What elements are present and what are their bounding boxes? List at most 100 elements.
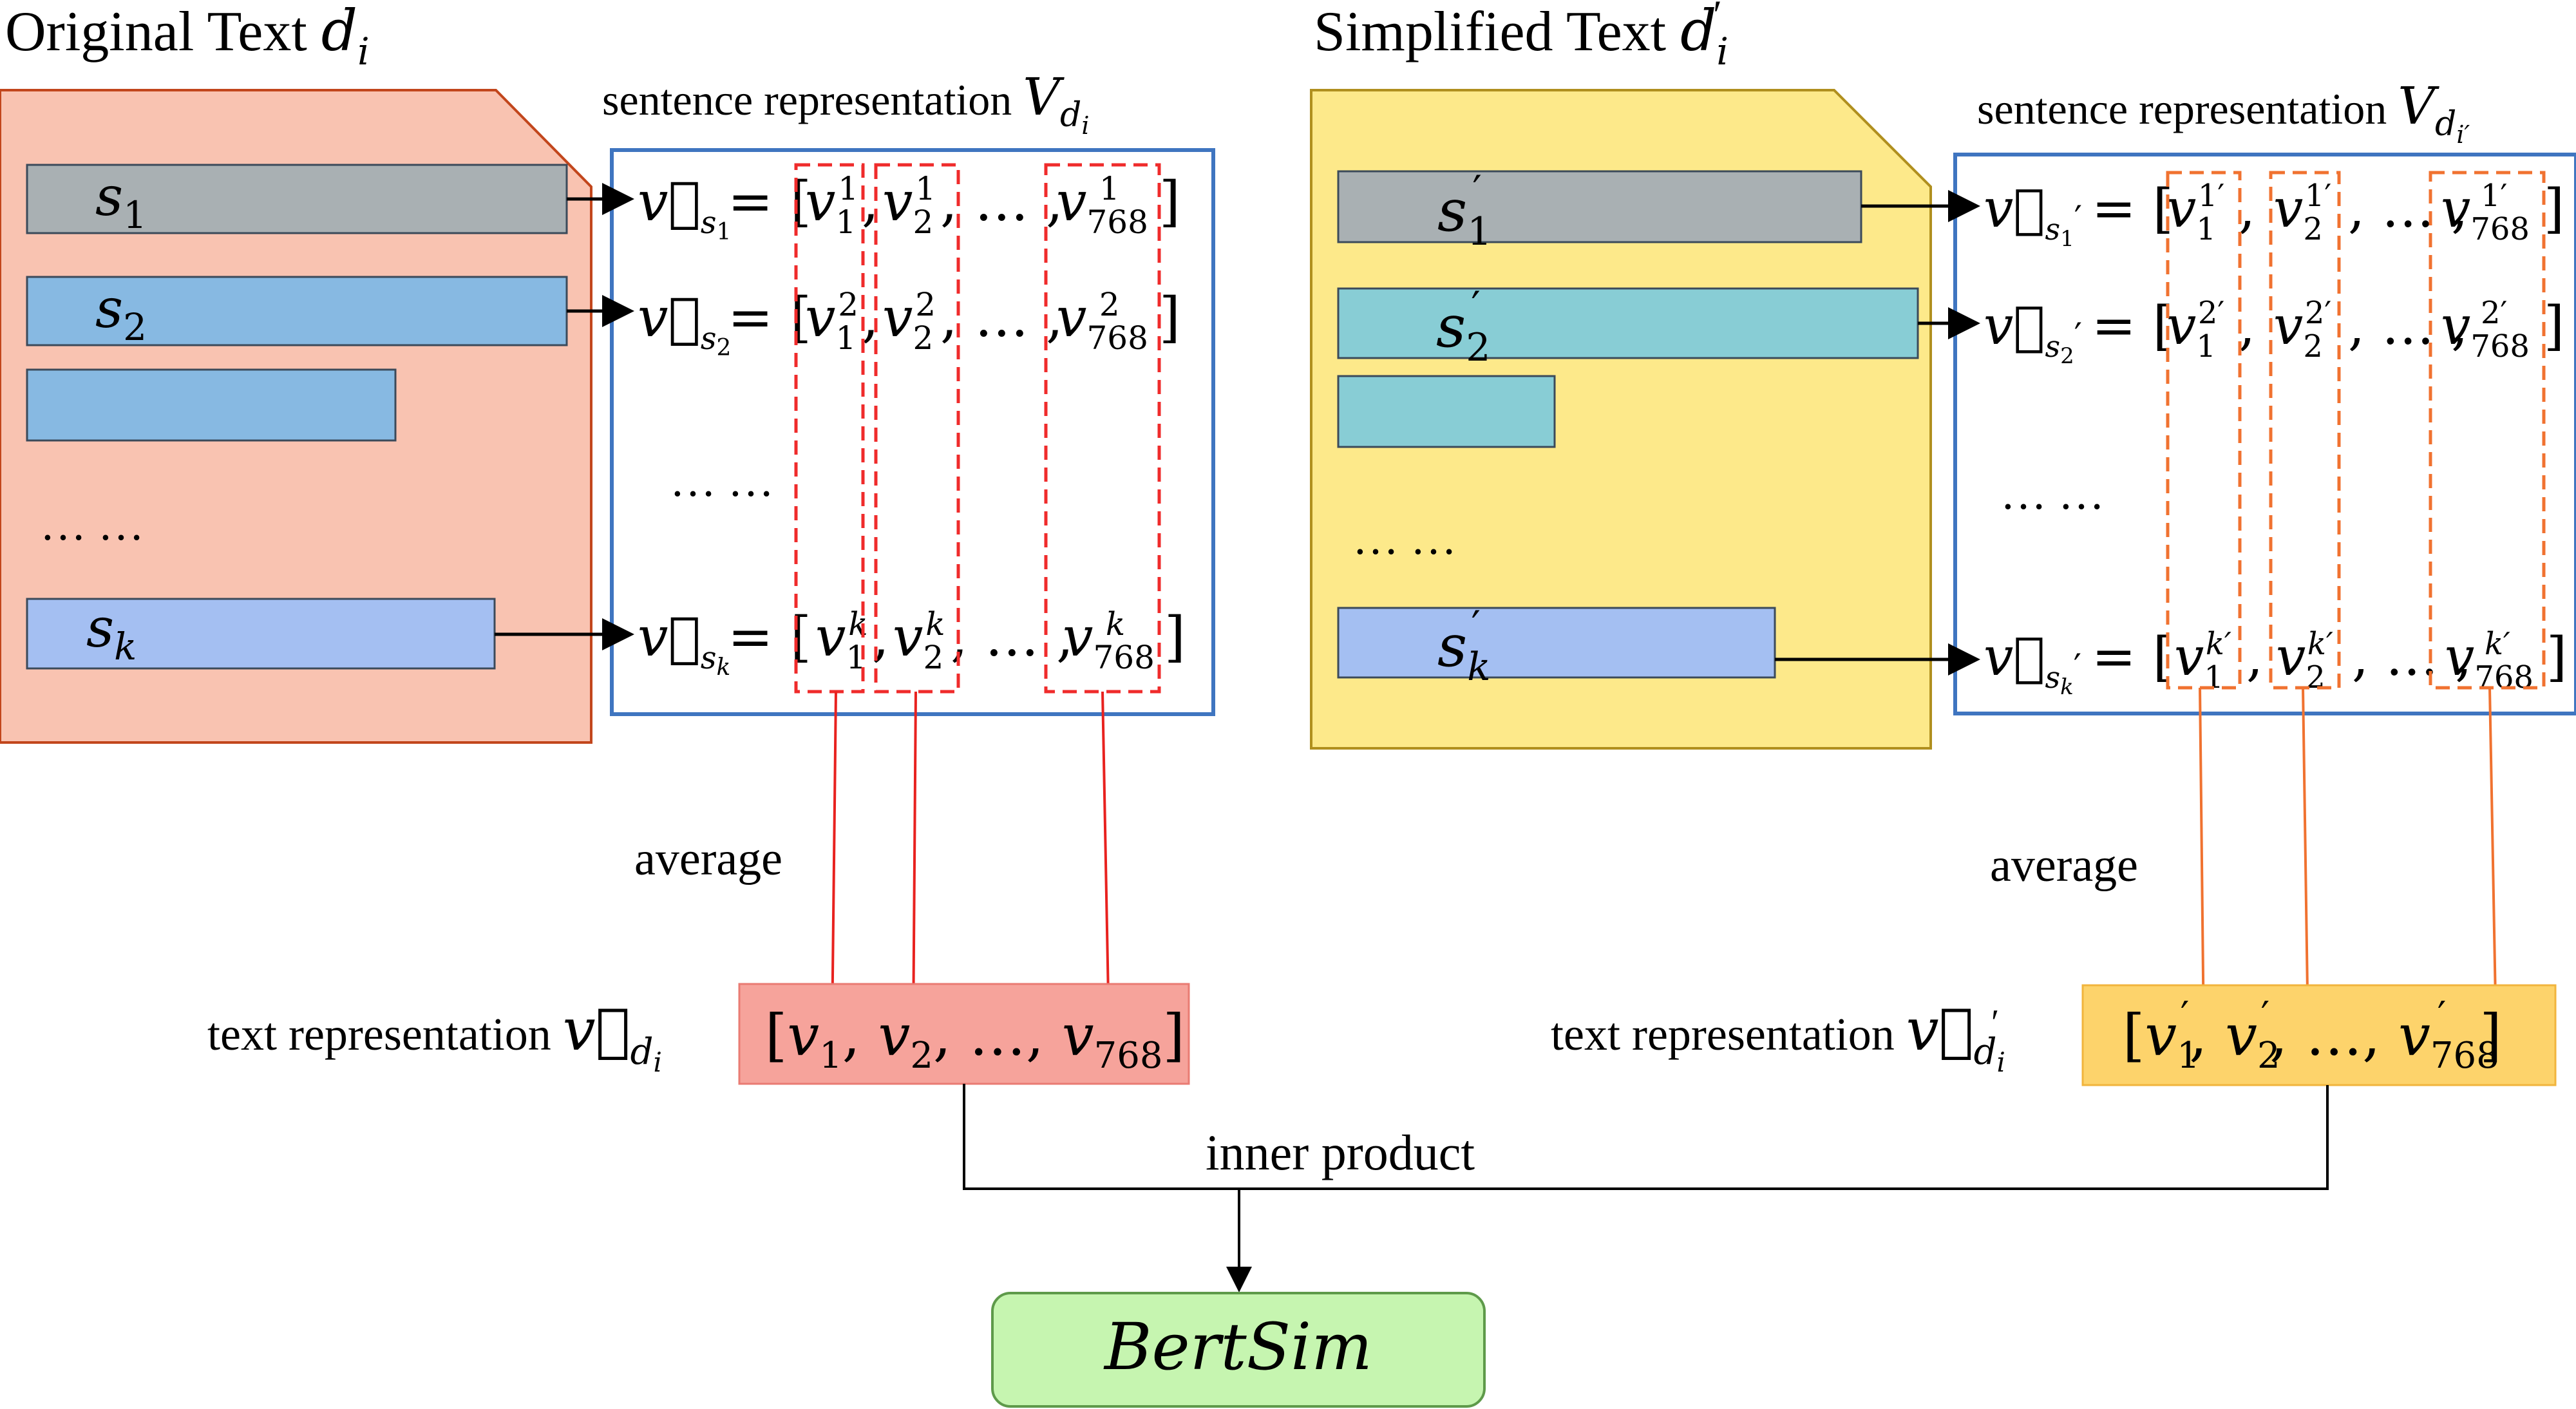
right-row-2: v⃗s2′ = [ v12′ , v22′ , … , v7682′ ]: [1984, 295, 2564, 369]
svg-text:]: ]: [1164, 605, 1186, 668]
right-sentence-bar-2: [1337, 287, 1919, 359]
inner-product-connector: [963, 1084, 2329, 1190]
left-title: Original Text di: [5, 0, 370, 73]
right-text-vector-box: [2081, 984, 2557, 1086]
left-column-highlight-2: [874, 163, 960, 694]
svg-text:v22′: v22′: [2273, 295, 2331, 364]
svg-text:v2k: v2k: [893, 605, 945, 676]
svg-text:v1k′: v1k′: [2174, 626, 2231, 695]
left-doc-dots: … …: [40, 498, 144, 550]
svg-text:= [: = [: [2092, 178, 2174, 240]
left-avg-arrow-down-icon-768: [1095, 691, 1122, 1034]
svg-text:,: ,: [862, 170, 879, 233]
svg-text:v1k: v1k: [815, 605, 868, 676]
left-avg-arrow-down-icon-1: [819, 691, 846, 1034]
left-text-vector: [v1, v2, …, v768]: [765, 1002, 1185, 1077]
svg-text:= [: = [: [728, 286, 811, 349]
svg-text:]: ]: [1159, 286, 1180, 349]
svg-text:v12: v12: [805, 286, 858, 357]
right-rep-dots: … …: [2000, 468, 2105, 519]
svg-text:]: ]: [2544, 296, 2564, 357]
right-title: Simplified Text di′: [1314, 0, 1728, 73]
svg-text:v768k′: v768k′: [2445, 626, 2533, 695]
left-sentence-label-k: sk: [86, 596, 137, 668]
svg-text:v7682: v7682: [1056, 286, 1148, 357]
svg-text:v22: v22: [882, 286, 936, 357]
right-sentence-label-1: s1′: [1437, 167, 1492, 254]
left-column-highlight-1: [794, 163, 865, 694]
svg-text:= [: = [: [2092, 627, 2174, 688]
svg-text:v11′: v11′: [2166, 178, 2224, 247]
left-row-k: v⃗sk = [ v1k , v2k , … , v768k ]: [638, 605, 1186, 681]
result-box: [991, 1292, 1486, 1408]
inner-product-label: inner product: [1206, 1124, 1475, 1180]
svg-text:, … ,: , … ,: [940, 170, 1063, 233]
svg-text:,: ,: [2239, 178, 2255, 240]
left-text-rep-label: text representation v⃗di: [207, 996, 662, 1078]
left-column-highlight-768: [1044, 163, 1161, 694]
svg-text:v⃗sk: v⃗sk: [638, 605, 730, 681]
svg-text:, … ,: , … ,: [951, 605, 1074, 668]
svg-text:= [: = [: [2092, 296, 2174, 357]
svg-text:, … ,: , … ,: [2348, 178, 2468, 240]
svg-text:v12′: v12′: [2166, 295, 2224, 364]
svg-text:, … ,: , … ,: [2348, 296, 2468, 357]
left-rep-box: [610, 148, 1215, 716]
svg-text:v⃗s2′: v⃗s2′: [1984, 296, 2082, 369]
svg-text:v21′: v21′: [2273, 178, 2331, 247]
right-sentence-label-k: sk′: [1437, 603, 1491, 690]
svg-text:v7681: v7681: [1056, 170, 1148, 241]
svg-text:v21: v21: [882, 170, 936, 241]
left-avg-arrow-down-icon-2: [900, 691, 927, 1034]
left-rep-label: sentence representation Vdi: [602, 67, 1089, 140]
right-sentence-bar-1: [1337, 170, 1862, 243]
svg-text:= [: = [: [728, 170, 811, 233]
right-column-highlight-768: [2429, 171, 2546, 690]
right-column-highlight-1: [2166, 171, 2242, 690]
svg-text:= [: = [: [728, 605, 811, 668]
left-sentence-label-1: s1: [95, 165, 147, 237]
right-rep-label: sentence representation Vdi′: [1977, 76, 2470, 149]
svg-text:, … ,: , … ,: [940, 286, 1063, 349]
right-document-icon: [1310, 89, 1932, 750]
svg-text:v⃗s2: v⃗s2: [638, 286, 731, 361]
svg-text:]: ]: [2546, 627, 2567, 688]
svg-text:v⃗s1: v⃗s1: [638, 170, 731, 245]
right-text-rep-label: text representation v⃗di′: [1551, 996, 2005, 1078]
left-row-1: v⃗s1 = [ v11 , v21 , … , v7681 ]: [638, 170, 1180, 245]
right-column-highlight-2: [2269, 171, 2341, 690]
svg-text:v11: v11: [805, 170, 858, 241]
right-avg-arrow-down-icon-768: [2483, 687, 2509, 1038]
left-rep-dots: … …: [670, 455, 774, 506]
left-sentence-bar-3: [26, 368, 397, 442]
svg-text:v7682′: v7682′: [2441, 295, 2530, 364]
right-text-vector: [v1′, v2′, …, v768′]: [2123, 994, 2502, 1077]
svg-text:v768k: v768k: [1063, 605, 1155, 676]
svg-text:v⃗sk′: v⃗sk′: [1984, 627, 2081, 700]
left-text-vector-box: [738, 983, 1190, 1085]
right-avg-arrow-down-icon-2: [2295, 687, 2321, 1038]
svg-text:, … ,: , … ,: [2352, 627, 2472, 688]
left-sentence-bar-k: [26, 598, 496, 670]
svg-text:]: ]: [1159, 170, 1180, 233]
right-average-label: average: [1990, 839, 2138, 892]
result-label: BertSim: [1103, 1309, 1372, 1385]
right-sentence-bar-3: [1337, 375, 1556, 448]
left-title-text: Original Text: [5, 1, 321, 63]
right-sentence-label-2: s2′: [1436, 283, 1490, 370]
left-row-2: v⃗s2 = [ v12 , v22 , … , v7682 ]: [638, 286, 1180, 361]
svg-text:v⃗s1′: v⃗s1′: [1984, 178, 2082, 252]
left-sentence-label-2: s2: [95, 277, 147, 349]
right-rep-box: [1953, 153, 2576, 715]
svg-text:]: ]: [2544, 178, 2564, 240]
right-doc-dots: … …: [1352, 513, 1457, 564]
right-row-k: v⃗sk′ = [ v1k′ , v2k′ , … , v768k′ ]: [1984, 626, 2567, 700]
left-sentence-bar-1: [26, 164, 568, 234]
right-sentence-bar-k: [1337, 607, 1776, 679]
right-avg-arrow-down-icon-1: [2190, 687, 2217, 1038]
svg-text:v2k′: v2k′: [2276, 626, 2333, 695]
right-row-1: v⃗s1′ = [ v11′ , v21′ , … , v7681′ ]: [1984, 178, 2564, 252]
svg-text:v7681′: v7681′: [2441, 178, 2530, 247]
svg-text:,: ,: [2246, 627, 2263, 688]
